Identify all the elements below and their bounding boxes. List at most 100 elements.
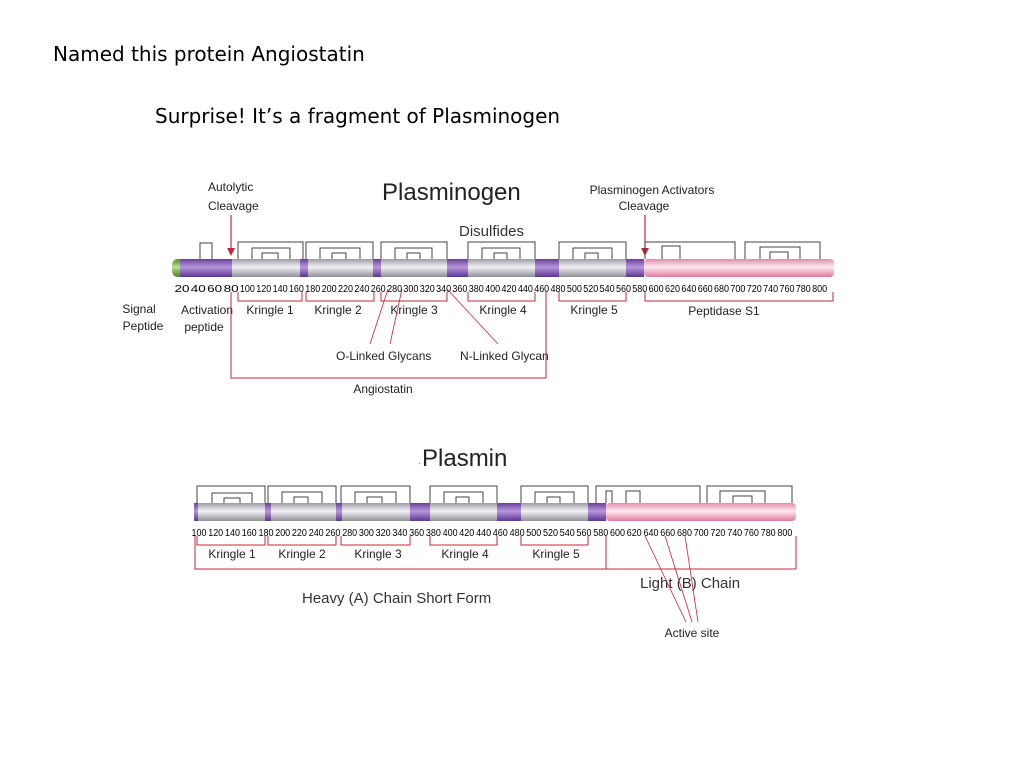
tick-label: 80 [224,284,240,295]
tick-label: 340 [436,284,451,295]
tick-label: 540 [560,528,575,539]
tick-label: 140 [273,284,288,295]
tick-label: 540 [600,284,615,295]
tick-label: 420 [502,284,517,295]
tick-label: 120 [256,284,271,295]
svg-text:Cleavage: Cleavage [619,199,670,213]
plasmin-kringle-5-label: Kringle 5 [532,547,580,561]
tick-label: 20 [175,284,191,295]
tick-label: 100 [192,528,207,539]
o-linked-glycans-label: O-Linked Glycans [336,349,431,363]
plasminogen-bar [172,259,834,277]
tick-label: 160 [289,284,304,295]
tick-label: 200 [275,528,290,539]
plasminogen-domain-brackets [237,292,834,302]
tick-label: 240 [354,284,369,295]
tick-label: 500 [526,528,541,539]
tick-label: 360 [409,528,424,539]
plasmin-kringle-3-label: Kringle 3 [354,547,402,561]
tick-label: 760 [780,284,795,295]
tick-label: 180 [305,284,320,295]
tick-label: 780 [761,528,776,539]
svg-text:Activation: Activation [181,303,233,317]
tick-label: 380 [426,528,441,539]
tick-label: 160 [242,528,257,539]
tick-label: 360 [452,284,467,295]
angiostatin-bracket [230,292,547,379]
tick-label: 680 [714,284,729,295]
kringle-2-label: Kringle 2 [314,303,362,317]
plasmin-kringle-4-label: Kringle 4 [441,547,489,561]
tick-label: 400 [443,528,458,539]
tick-label: 580 [632,284,647,295]
tick-label: 400 [485,284,500,295]
tick-label: 620 [627,528,642,539]
tick-label: 120 [208,528,223,539]
svg-text:Autolytic: Autolytic [208,180,253,194]
tick-label: 560 [616,284,631,295]
tick-label: 460 [534,284,549,295]
signal-peptide-label: Signal Peptide [122,302,163,333]
svg-text:Signal: Signal [122,302,155,316]
tick-label: 200 [322,284,337,295]
n-linked-glycan-label: N-Linked Glycan [460,349,549,363]
tick-label: 240 [309,528,324,539]
tick-label: 600 [610,528,625,539]
svg-text:Plasminogen Activators: Plasminogen Activators [590,183,715,197]
tick-label: 520 [543,528,558,539]
peptidase-s1-label: Peptidase S1 [688,304,760,318]
disulfide-bonds [199,241,821,259]
tick-label: 800 [777,528,792,539]
slide-subheading: Surprise! It’s a fragment of Plasminogen [155,104,561,128]
activators-cleavage-label: Plasminogen Activators Cleavage [590,183,715,213]
tick-label: 720 [710,528,725,539]
tick-label: 640 [644,528,659,539]
tick-label: 640 [681,284,696,295]
disulfides-label: Disulfides [459,223,524,240]
tick-label: 460 [493,528,508,539]
tick-label: 280 [387,284,402,295]
slide-heading: Named this protein Angiostatin [53,42,365,66]
active-site-pointers [644,535,699,623]
tick-label: 800 [812,284,827,295]
active-site-label: Active site [665,626,720,640]
tick-label: 300 [403,284,418,295]
tick-label: 320 [376,528,391,539]
tick-label: 440 [476,528,491,539]
plasmin-bar [194,503,796,521]
svg-text:Cleavage: Cleavage [208,199,259,213]
autolytic-cleavage-label: Autolytic Cleavage [208,180,259,213]
kringle-3-label: Kringle 3 [390,303,438,317]
tick-label: 280 [342,528,357,539]
tick-label: 520 [583,284,598,295]
tick-label: 220 [292,528,307,539]
tick-label: 480 [551,284,566,295]
tick-label: 260 [325,528,340,539]
tick-label: 440 [518,284,533,295]
plasminogen-diagram: Plasminogen Autolytic Cleavage Plasminog… [122,179,834,396]
tick-label: 720 [747,284,762,295]
plasmin-kringle-2-label: Kringle 2 [278,547,326,561]
light-chain-label: Light (B) Chain [640,575,740,592]
plasmin-kringle-1-label: Kringle 1 [208,547,256,561]
tick-label: 660 [698,284,713,295]
heavy-chain-label: Heavy (A) Chain Short Form [302,590,491,607]
tick-label: 680 [677,528,692,539]
plasmin-title: Plasmin [422,445,507,472]
tick-label: 420 [459,528,474,539]
activation-peptide-label: Activation peptide [181,303,233,334]
plasmin-domain-labels: Kringle 1 Kringle 2 Kringle 3 Kringle 4 … [208,547,580,561]
plasminogen-title: Plasminogen [382,179,521,206]
tick-label: 500 [567,284,582,295]
kringle-4-label: Kringle 4 [479,303,527,317]
tick-label: 660 [660,528,675,539]
tick-label: 260 [371,284,386,295]
tick-label: 740 [763,284,778,295]
plasmin-disulfide-bonds [196,485,793,503]
tick-label: 140 [225,528,240,539]
tick-label: 560 [577,528,592,539]
tick-label: 380 [469,284,484,295]
tick-label: 740 [727,528,742,539]
tick-label: 320 [420,284,435,295]
